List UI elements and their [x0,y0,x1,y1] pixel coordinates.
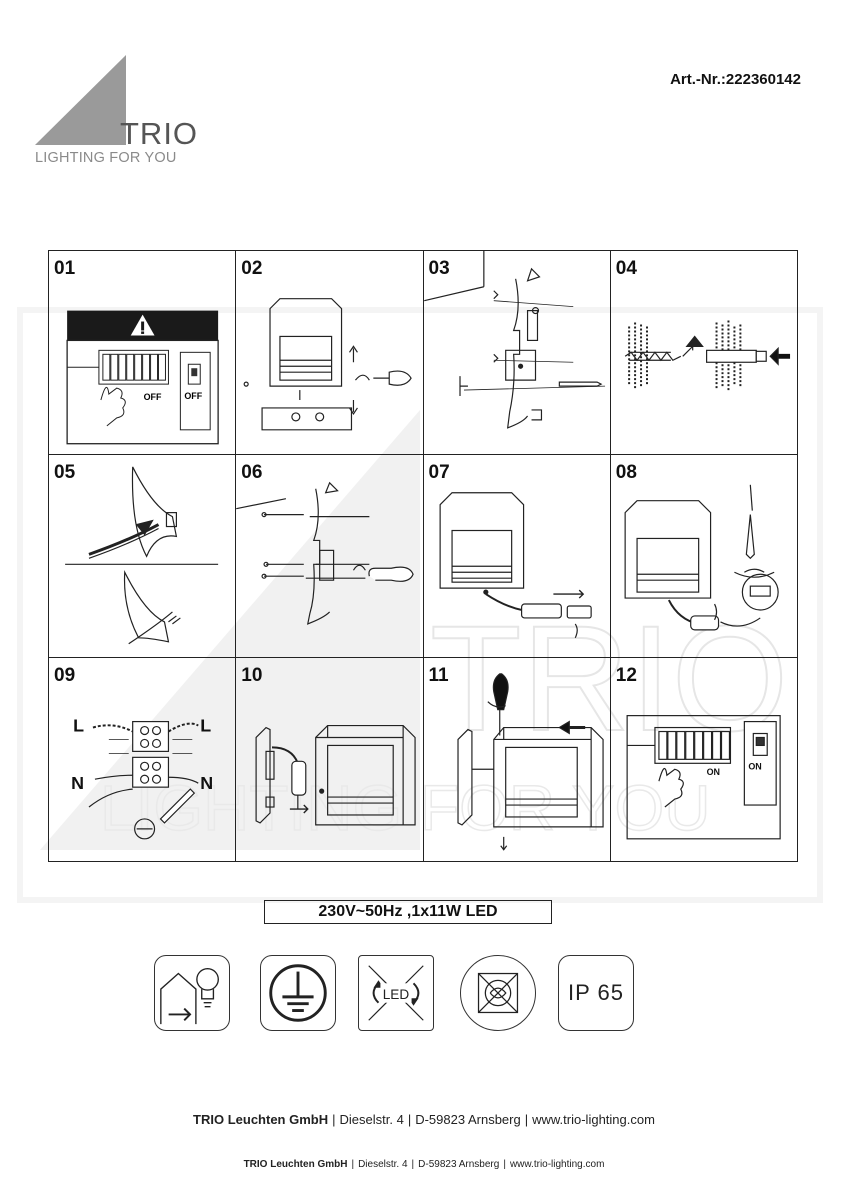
step-01: 01 OFF OFF [49,251,237,455]
footer-web-small: www.trio-lighting.com [509,1159,605,1170]
footer-company: TRIO Leuchten GmbH [193,1112,329,1127]
step-09: 09 L L N N [49,658,237,862]
brand-logo: TRIO LIGHTING FOR YOU [30,50,210,175]
step-number: 09 [54,665,76,687]
footer-address-small: TRIO Leuchten GmbH|Dieselstr. 4|D-59823 … [243,1159,605,1170]
step-number: 05 [54,461,76,483]
fuse-box-off-illustration: OFF OFF [66,310,219,445]
footer-street-small: Dieselstr. 4 [358,1159,408,1170]
fix-lamp-screw-illustration [456,673,604,852]
step-number: 07 [428,461,450,483]
footer-address: TRIO Leuchten GmbH|Dieselstr. 4|D-59823 … [193,1112,655,1127]
l-label-left: L [73,716,84,736]
instruction-grid: 01 OFF OFF 02 [48,250,798,862]
footer-city: D-59823 Arnsberg [415,1112,521,1127]
step-number: 01 [54,258,76,279]
indoor-lamp-icon [154,955,230,1031]
step-10: 10 [236,658,424,862]
l-label-right: L [200,716,211,736]
led-not-replaceable-icon: LED [358,955,434,1031]
fuse-box-on-illustration: ON ON [626,715,781,840]
brand-tagline: LIGHTING FOR YOU [35,150,177,166]
mark-drill-holes-illustration [423,251,605,429]
step-12: 12 ON ON [610,658,798,862]
footer-company-small: TRIO Leuchten GmbH [243,1159,348,1170]
connect-lamp-illustration [255,725,416,826]
step-02: 02 [236,251,424,455]
power-spec: 230V~50Hz ,1x11W LED [264,900,552,924]
led-label: LED [383,987,410,1002]
step-number: 04 [615,258,637,279]
brand-name: TRIO [120,116,199,151]
no-halogen-icon [460,955,536,1031]
n-label-left: N [71,773,84,793]
protective-earth-icon [260,955,336,1031]
off-label: OFF [144,392,162,402]
cable-through-bracket-illustration [65,466,219,644]
ip-rating-label: IP 65 [568,980,624,1005]
footer-web: www.trio-lighting.com [532,1112,655,1127]
step-03: 03 [423,251,611,455]
disconnect-connector-illustration [439,491,592,638]
ip-rating-icon: IP 65 [558,955,634,1031]
step-08: 08 [610,454,798,659]
step-04: 04 [610,251,798,455]
wiring-terminal-illustration: L L N N [71,716,213,840]
remove-bracket-illustration [243,298,413,431]
footer-street: Dieselstr. 4 [339,1112,404,1127]
off-label-switch: OFF [184,391,202,401]
step-05: 05 [49,454,237,659]
n-label-right: N [200,773,213,793]
footer-city-small: D-59823 Arnsberg [418,1159,500,1170]
screw-bracket-to-wall-illustration [236,481,414,625]
drill-dowel-illustration [624,320,790,393]
step-number: 08 [615,461,637,483]
article-number: Art.-Nr.:222360142 [670,71,801,88]
step-number: 06 [241,461,263,483]
on-label-switch: ON [748,762,761,772]
open-connector-illustration [624,484,779,631]
step-11: 11 [423,658,611,862]
step-number: 03 [428,258,450,279]
step-number: 10 [241,665,263,687]
on-label: ON [706,768,719,778]
step-07: 07 [423,454,611,659]
logo-triangle-icon [35,55,126,145]
step-06: 06 [236,454,424,659]
step-number: 11 [428,665,449,687]
step-number: 12 [615,665,637,687]
step-number: 02 [241,258,263,279]
